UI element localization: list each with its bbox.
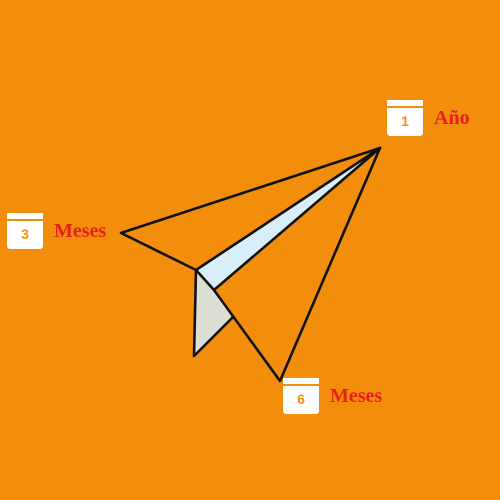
- calendar-number: 3: [21, 226, 29, 242]
- plane-right-wing: [212, 146, 382, 383]
- plane-fold-highlight-lower: [194, 270, 232, 356]
- six-months-badge: 6 Meses: [283, 378, 382, 414]
- three-months-label: Meses: [54, 219, 107, 242]
- six-months-label: Meses: [330, 384, 383, 407]
- calendar-number: 6: [297, 391, 305, 407]
- plane-fold-highlight: [196, 148, 380, 290]
- year-badge: 1 Año: [387, 100, 470, 136]
- year-label: Año: [434, 106, 470, 129]
- calendar-icon: 1: [387, 100, 423, 136]
- plane-body: [192, 268, 234, 358]
- calendar-icon: 6: [283, 378, 319, 414]
- plane-inner-fold: [194, 146, 382, 292]
- calendar-icon: 3: [7, 213, 43, 249]
- plane-left-wing: [119, 146, 382, 272]
- calendar-number: 1: [401, 113, 409, 129]
- three-months-badge: 3 Meses: [7, 213, 106, 249]
